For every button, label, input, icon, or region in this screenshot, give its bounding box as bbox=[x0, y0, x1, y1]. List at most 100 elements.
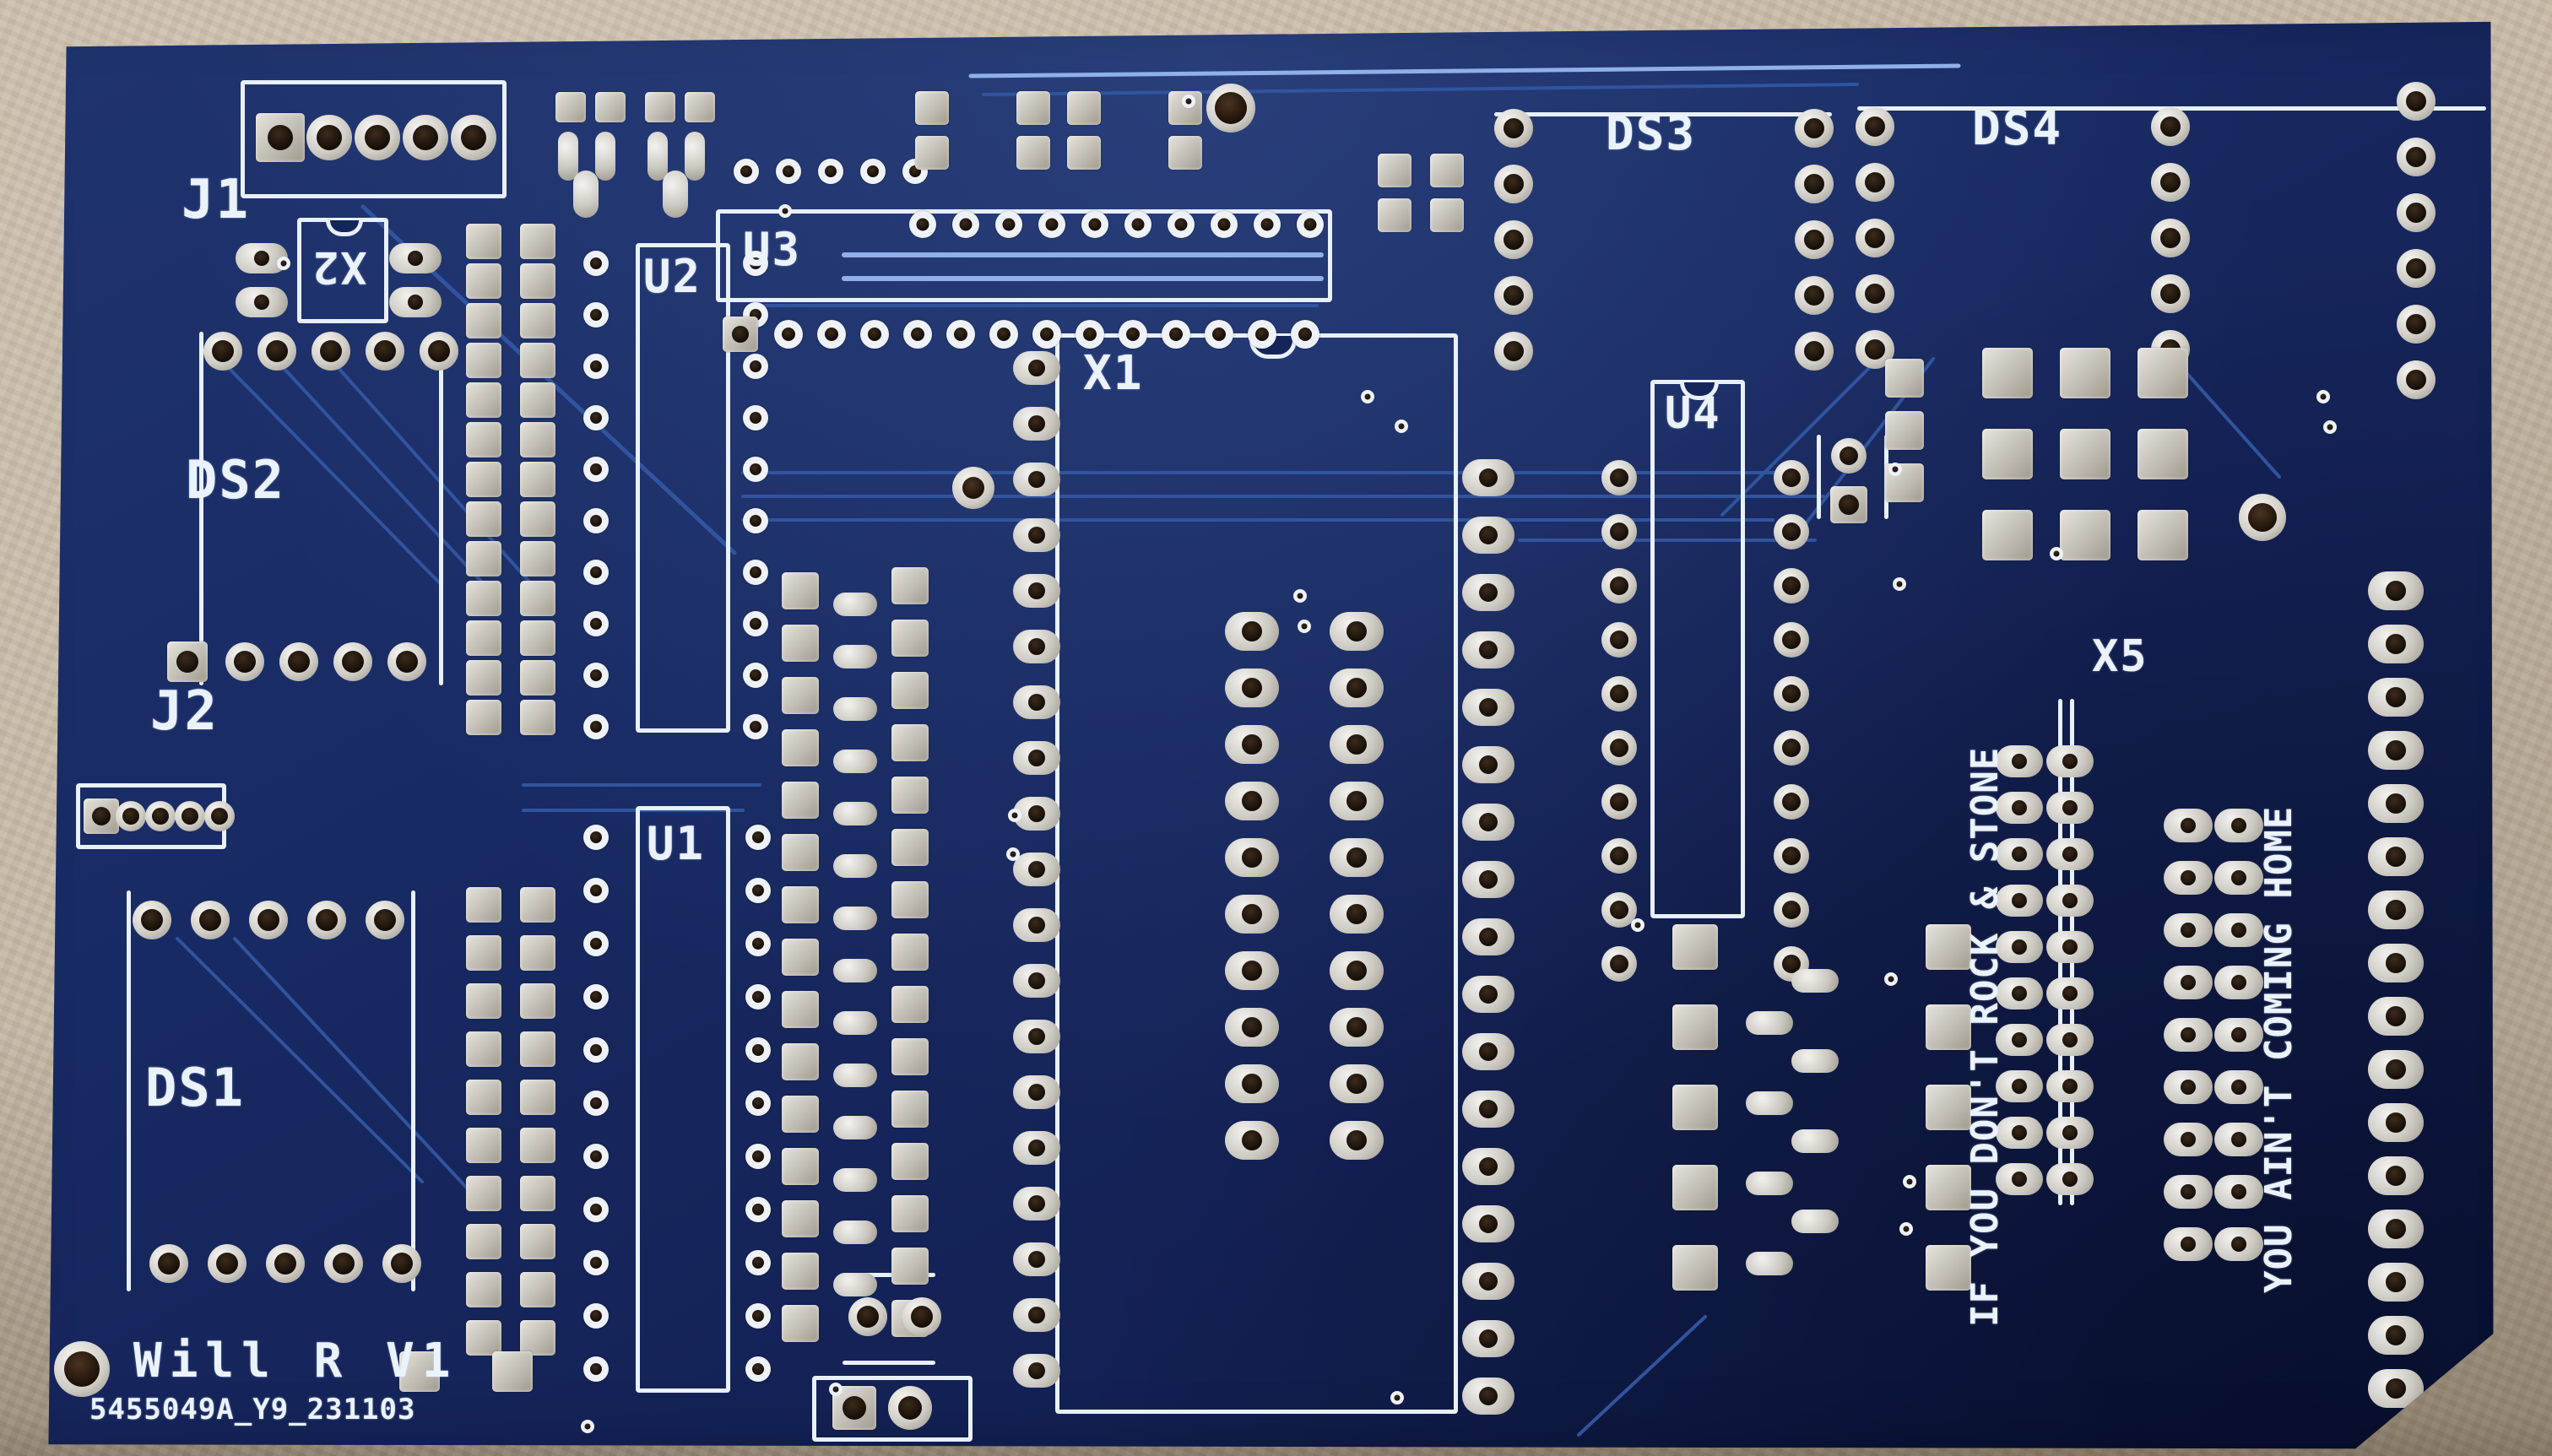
drill-hole bbox=[590, 360, 602, 372]
through-hole-pad bbox=[743, 663, 768, 688]
smd-pad bbox=[1982, 429, 2033, 479]
silkscreen-slogan-left: IF YOU DON'T ROCK & STONE bbox=[1964, 746, 2007, 1327]
through-hole-pad bbox=[1996, 977, 2043, 1009]
drill-hole bbox=[2012, 1079, 2027, 1094]
drill-hole bbox=[1242, 678, 1262, 698]
drill-hole bbox=[2012, 986, 2027, 1001]
through-hole-pad bbox=[225, 642, 264, 681]
drill-hole bbox=[374, 909, 396, 931]
through-hole-pad bbox=[1996, 1024, 2043, 1056]
through-hole-pad bbox=[1462, 1263, 1514, 1300]
drill-hole bbox=[2062, 800, 2078, 815]
through-hole-pad bbox=[1013, 1354, 1060, 1388]
silkscreen-outline bbox=[636, 806, 730, 1393]
through-hole-pad bbox=[685, 132, 705, 181]
smd-pad bbox=[891, 1091, 929, 1128]
smd-pad bbox=[520, 541, 555, 576]
smd-pad bbox=[891, 620, 929, 657]
drill-hole bbox=[1260, 218, 1274, 231]
smd-pad bbox=[520, 983, 555, 1019]
drill-hole bbox=[2160, 172, 2181, 192]
drill-hole bbox=[2181, 870, 2196, 885]
through-hole-pad bbox=[1081, 211, 1108, 238]
silkscreen-label-u1: U1 bbox=[647, 817, 706, 870]
drill-hole bbox=[1028, 861, 1045, 878]
through-hole-pad bbox=[1791, 969, 1839, 993]
silkscreen-line bbox=[411, 890, 415, 1291]
through-hole-pad bbox=[1601, 568, 1637, 604]
drill-hole bbox=[1610, 793, 1628, 811]
through-hole-pad bbox=[743, 508, 768, 533]
smd-pad bbox=[891, 1038, 929, 1075]
through-hole-pad bbox=[2368, 784, 2424, 823]
through-hole-pad bbox=[2214, 1070, 2263, 1104]
drill-hole bbox=[1610, 522, 1628, 541]
through-hole-pad bbox=[204, 801, 235, 831]
through-hole-pad bbox=[743, 611, 768, 636]
drill-hole bbox=[2160, 116, 2181, 137]
drill-hole bbox=[832, 1386, 839, 1393]
drill-hole bbox=[1896, 581, 1903, 587]
through-hole-pad bbox=[2164, 1018, 2213, 1052]
drill-hole bbox=[1217, 218, 1231, 231]
silkscreen-line bbox=[1494, 112, 1832, 116]
through-hole-pad bbox=[833, 1011, 877, 1035]
through-hole-pad bbox=[745, 1356, 771, 1382]
drill-hole bbox=[158, 1253, 180, 1275]
drill-hole bbox=[2386, 1006, 2406, 1026]
through-hole-pad bbox=[1774, 838, 1809, 874]
drill-hole bbox=[2231, 923, 2246, 938]
through-hole-pad bbox=[1462, 1033, 1514, 1070]
smd-pad bbox=[1016, 91, 1050, 125]
through-hole-pad bbox=[1746, 1172, 1793, 1195]
drill-hole bbox=[1804, 341, 1824, 361]
through-hole-pad bbox=[1119, 320, 1147, 349]
drill-hole bbox=[2386, 1325, 2406, 1345]
smd-pad bbox=[1067, 91, 1101, 125]
drill-hole bbox=[2181, 1184, 2196, 1199]
drill-hole bbox=[590, 1310, 602, 1322]
drill-hole bbox=[2181, 1027, 2196, 1042]
through-hole-pad bbox=[2368, 571, 2424, 610]
drill-hole bbox=[2386, 1059, 2406, 1080]
through-hole-pad bbox=[583, 878, 609, 903]
through-hole-pad bbox=[2368, 890, 2424, 929]
drill-hole bbox=[1479, 641, 1498, 659]
smd-pad bbox=[466, 660, 501, 696]
through-hole-pad bbox=[1462, 631, 1514, 668]
smd-pad bbox=[520, 1176, 555, 1211]
drill-hole bbox=[1028, 1028, 1045, 1045]
drill-hole bbox=[1782, 847, 1801, 865]
drill-hole bbox=[1479, 583, 1498, 602]
drill-hole bbox=[1028, 1362, 1045, 1379]
through-hole-pad bbox=[583, 508, 609, 533]
through-hole-pad bbox=[2046, 1070, 2094, 1102]
through-hole-pad bbox=[2046, 977, 2094, 1009]
through-hole-pad bbox=[208, 1244, 247, 1283]
through-hole-pad bbox=[2214, 966, 2263, 999]
via bbox=[1298, 620, 1311, 633]
through-hole-pad bbox=[1601, 784, 1637, 820]
through-hole-pad bbox=[1601, 622, 1637, 658]
smd-pad bbox=[1378, 198, 1411, 232]
through-hole-pad bbox=[1076, 320, 1104, 349]
smd-pad bbox=[1672, 924, 1718, 970]
through-hole-pad bbox=[355, 115, 400, 160]
drill-hole bbox=[1028, 527, 1045, 544]
drill-hole bbox=[1892, 466, 1899, 473]
through-hole-pad bbox=[1996, 885, 2043, 917]
smd-pad bbox=[782, 1096, 819, 1133]
smd-pad bbox=[466, 224, 501, 259]
smd-pad bbox=[782, 991, 819, 1028]
drill-hole bbox=[1028, 582, 1045, 599]
smd-pad bbox=[891, 829, 929, 866]
through-hole-pad bbox=[1013, 463, 1060, 496]
drill-hole bbox=[1040, 327, 1054, 341]
drill-hole bbox=[752, 885, 764, 896]
through-hole-pad bbox=[2214, 1123, 2263, 1156]
through-hole-pad bbox=[1774, 514, 1809, 549]
through-hole-pad bbox=[1462, 861, 1514, 898]
drill-hole bbox=[2012, 754, 2027, 769]
